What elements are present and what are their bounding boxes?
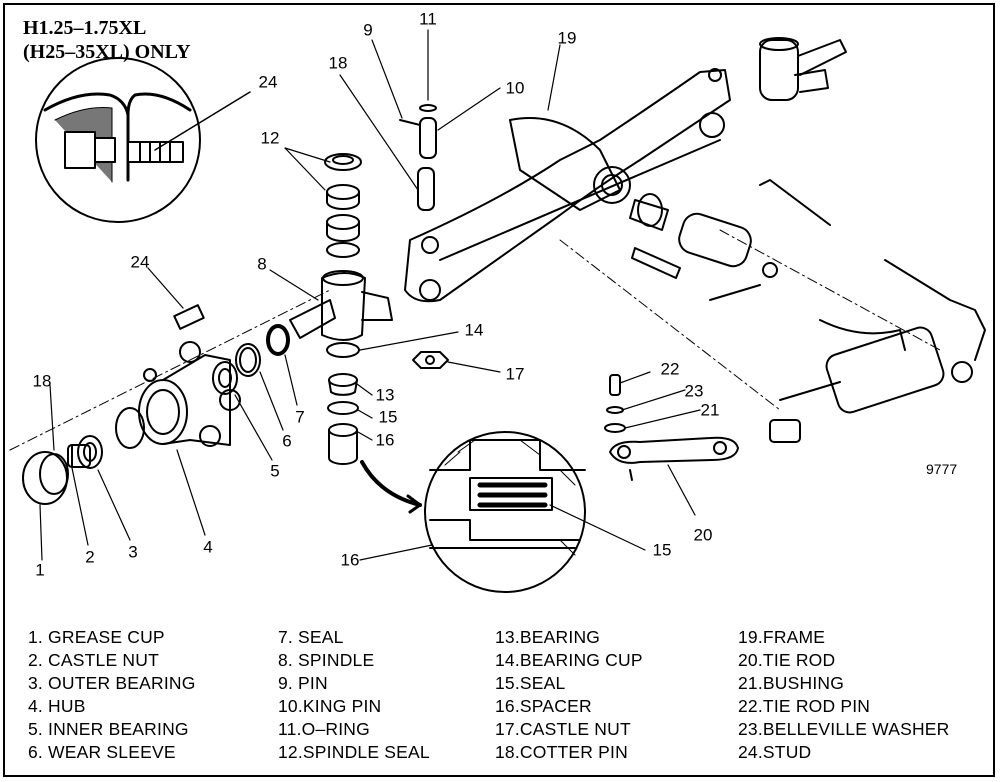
callout-14: 14 xyxy=(464,320,484,340)
callout-1: 1 xyxy=(35,560,45,580)
detail-circle-seal xyxy=(424,431,586,593)
callout-4: 4 xyxy=(203,537,213,557)
legend-item: 3. OUTER BEARING xyxy=(28,673,196,693)
center-lines xyxy=(9,229,941,451)
legend-item: 8. SPINDLE xyxy=(278,650,375,670)
callout-10: 10 xyxy=(505,78,525,98)
parts-legend: 1. GREASE CUP 2. CASTLE NUT 3. OUTER BEA… xyxy=(0,626,1000,766)
legend-item: 21.BUSHING xyxy=(738,673,845,693)
grease-cup xyxy=(22,451,69,505)
legend-item: 23.BELLEVILLE WASHER xyxy=(738,719,950,739)
axle-frame xyxy=(404,68,731,303)
leader-lines xyxy=(39,29,701,561)
callout-18b: 18 xyxy=(32,371,52,391)
castle-nut-17 xyxy=(412,351,449,369)
legend-item: 17.CASTLE NUT xyxy=(495,719,631,739)
legend-item: 9. PIN xyxy=(278,673,328,693)
callout-18a: 18 xyxy=(328,53,348,73)
legend-item: 5. INNER BEARING xyxy=(28,719,189,739)
callout-3: 3 xyxy=(128,542,138,562)
legend-item: 2. CASTLE NUT xyxy=(28,650,159,670)
legend-item: 16.SPACER xyxy=(495,696,592,716)
callout-2: 2 xyxy=(85,547,95,567)
inner-bearing xyxy=(212,361,238,395)
tie-rod xyxy=(604,374,739,481)
legend-item: 6. WEAR SLEEVE xyxy=(28,742,176,762)
callout-7: 7 xyxy=(295,407,305,427)
callout-20: 20 xyxy=(693,525,713,545)
wear-sleeve xyxy=(235,343,261,377)
seal xyxy=(266,324,290,356)
callout-24a: 24 xyxy=(258,72,278,92)
callout-24b: 24 xyxy=(130,252,150,272)
stud xyxy=(173,304,205,330)
exploded-view-artwork xyxy=(9,29,986,593)
legend-item: 10.KING PIN xyxy=(278,696,382,716)
callout-19: 19 xyxy=(557,28,577,48)
legend-item: 1. GREASE CUP xyxy=(28,627,165,647)
diagram-frame xyxy=(3,3,995,777)
callout-17: 17 xyxy=(505,364,525,384)
steering-cylinder xyxy=(759,179,986,443)
legend-item: 7. SEAL xyxy=(278,627,344,647)
cylinder-clevis xyxy=(759,37,847,101)
callout-23: 23 xyxy=(684,381,704,401)
king-pin-stack xyxy=(324,153,362,465)
callout-11: 11 xyxy=(419,9,437,29)
steering-bushings xyxy=(629,193,778,301)
legend-item: 15.SEAL xyxy=(495,673,566,693)
outer-bearing xyxy=(77,435,103,469)
callout-9: 9 xyxy=(363,20,373,40)
title-line-1: H1.25–1.75XL xyxy=(23,17,147,39)
legend-item: 13.BEARING xyxy=(495,627,601,647)
callout-15a: 15 xyxy=(378,407,398,427)
callout-6: 6 xyxy=(282,431,292,451)
callout-22: 22 xyxy=(660,359,680,379)
legend-item: 14.BEARING CUP xyxy=(495,650,643,670)
legend-item: 4. HUB xyxy=(28,696,86,716)
figure-number: 9777 xyxy=(926,461,958,477)
diagram-title: H1.25–1.75XL (H25–35XL) ONLY xyxy=(23,16,191,64)
legend-item: 20.TIE ROD xyxy=(738,650,836,670)
legend-item: 12.SPINDLE SEAL xyxy=(278,742,430,762)
callout-16b: 16 xyxy=(340,550,360,570)
callout-13: 13 xyxy=(375,385,395,405)
legend-item: 19.FRAME xyxy=(738,627,826,647)
spindle xyxy=(289,270,393,341)
callout-15b: 15 xyxy=(652,540,672,560)
callout-16a: 16 xyxy=(375,430,395,450)
king-pin-parts xyxy=(399,104,437,211)
legend-item: 11.O–RING xyxy=(278,719,370,739)
callout-21: 21 xyxy=(700,400,720,420)
callout-12: 12 xyxy=(260,128,280,148)
callout-8: 8 xyxy=(257,254,267,274)
title-line-2: (H25–35XL) ONLY xyxy=(23,41,191,63)
detail-arrow xyxy=(360,460,422,507)
callout-5: 5 xyxy=(270,461,280,481)
legend-item: 18.COTTER PIN xyxy=(495,742,628,762)
legend-item: 22.TIE ROD PIN xyxy=(738,696,871,716)
hub xyxy=(115,341,241,449)
legend-item: 24.STUD xyxy=(738,742,812,762)
detail-circle-stud xyxy=(35,57,251,223)
